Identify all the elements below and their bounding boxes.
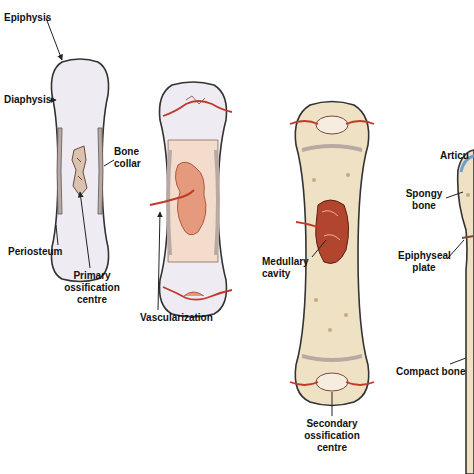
leader-line bbox=[104, 160, 114, 166]
bone-collar bbox=[166, 150, 172, 255]
bone-outline bbox=[295, 102, 368, 406]
blood-vessel bbox=[290, 121, 374, 124]
blood-vessel bbox=[296, 222, 320, 228]
part-label: Medullary cavity bbox=[262, 256, 314, 280]
bone-spicule bbox=[346, 173, 350, 177]
leader-line bbox=[450, 358, 466, 364]
medullary-cavity bbox=[316, 200, 349, 264]
bone-collar bbox=[57, 128, 62, 214]
leader-line bbox=[80, 192, 90, 268]
leader-line bbox=[56, 225, 58, 245]
part-label: Diaphysis bbox=[4, 94, 64, 106]
primary-ossification-centre bbox=[72, 146, 87, 196]
ossifying-bone bbox=[290, 102, 374, 406]
blood-vessel bbox=[163, 101, 232, 116]
cavity-detail bbox=[322, 211, 340, 240]
growth-zone bbox=[302, 144, 362, 152]
leader-line bbox=[46, 18, 62, 60]
leader-line bbox=[448, 240, 464, 258]
blood-vessel bbox=[150, 190, 194, 205]
blood-vessel bbox=[163, 287, 232, 300]
developing-bone bbox=[150, 82, 232, 317]
vascular-bud bbox=[184, 292, 204, 296]
part-label: Secondary ossification centre bbox=[296, 418, 368, 454]
bone-spicule bbox=[328, 328, 332, 332]
epiphysis-detail bbox=[186, 96, 205, 104]
part-label: Epiphysis bbox=[4, 12, 74, 24]
bone-collar bbox=[98, 128, 103, 214]
secondary-ossification-centre bbox=[316, 373, 348, 391]
part-label: Articu bbox=[440, 150, 474, 162]
bone-spicule bbox=[312, 178, 316, 182]
bone-spicule bbox=[466, 193, 470, 197]
part-label: Epiphyseal plate bbox=[398, 250, 450, 274]
blood-vessel bbox=[290, 382, 374, 385]
secondary-ossification-centre bbox=[316, 116, 348, 134]
ossified-diaphysis bbox=[168, 140, 218, 262]
bone-spicule bbox=[314, 298, 318, 302]
mature-bone bbox=[458, 150, 474, 474]
bone-outline bbox=[458, 150, 474, 474]
part-label: Spongy bone bbox=[402, 188, 446, 212]
leader-lines bbox=[46, 18, 466, 416]
bone-spicule bbox=[344, 313, 348, 317]
part-label: Vascularization bbox=[140, 312, 240, 324]
ossification-detail bbox=[77, 158, 82, 180]
growth-zone bbox=[302, 354, 362, 362]
part-label: Compact bone bbox=[396, 366, 474, 378]
part-label: Primary ossification centre bbox=[62, 270, 122, 306]
epiphyseal-plate bbox=[462, 236, 474, 238]
leader-line bbox=[446, 192, 463, 198]
part-label: Bone collar bbox=[114, 146, 154, 170]
part-label: Periosteum bbox=[8, 246, 78, 258]
leader-line bbox=[332, 392, 333, 416]
leader-line bbox=[158, 212, 160, 310]
bone-collar bbox=[214, 150, 220, 255]
leader-line bbox=[312, 240, 326, 257]
